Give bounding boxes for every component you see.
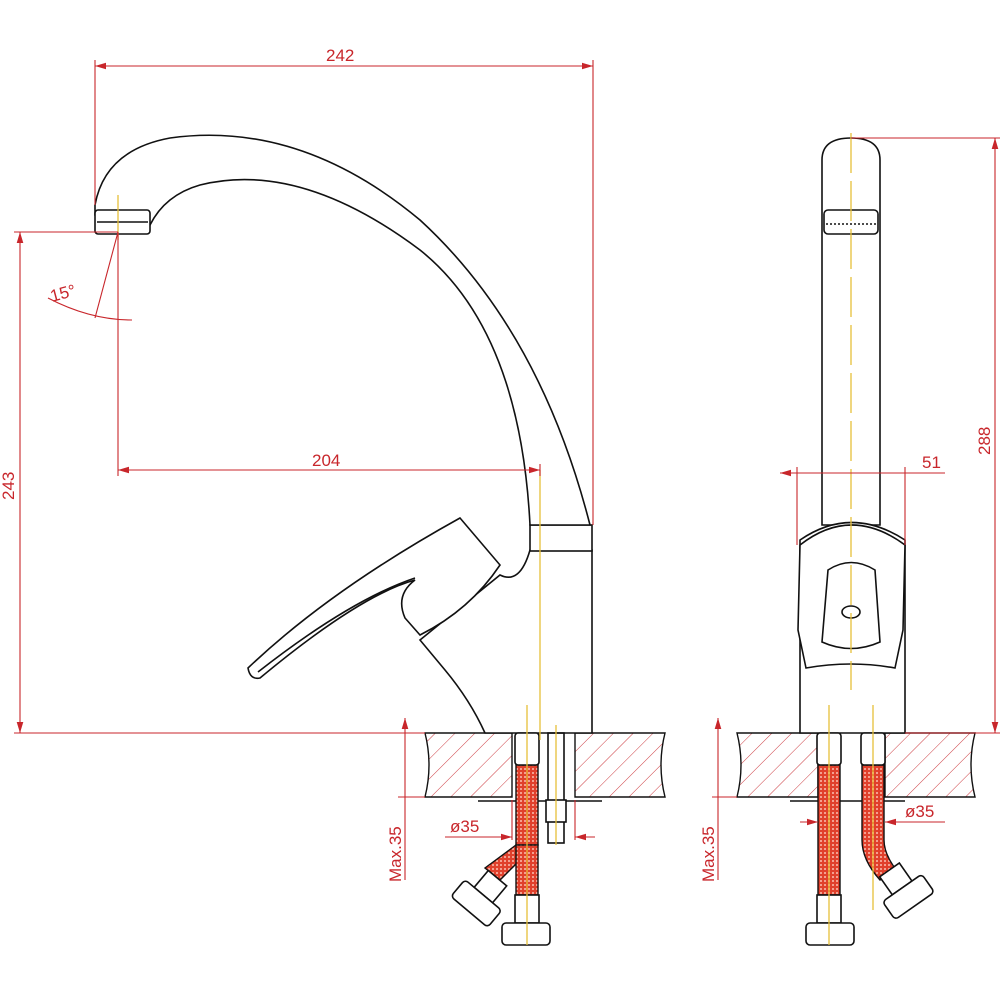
- dim-diameter-35: ø35: [450, 817, 479, 836]
- dim-max-35: Max.35: [386, 826, 405, 882]
- faucet-body: [418, 549, 593, 734]
- countertop-left-front: [736, 732, 819, 798]
- spout: [94, 134, 592, 526]
- hose-nut-right-front: [883, 874, 934, 919]
- countertop-right-front: [884, 732, 976, 798]
- dim-15-degrees: 15°: [48, 281, 78, 306]
- dim-242: 242: [326, 46, 354, 65]
- dim-204: 204: [312, 451, 340, 470]
- dim-max-35-front: Max.35: [699, 826, 718, 882]
- lever-handle: [247, 516, 502, 680]
- side-view: 242 243 204 15° Max.35 ø35: [0, 46, 666, 946]
- dim-288: 288: [975, 427, 994, 455]
- front-view: 288 51 Max.35 ø35: [699, 133, 1000, 946]
- dim-51: 51: [922, 453, 941, 472]
- countertop-right: [574, 732, 666, 798]
- hose-nut-angled: [451, 880, 501, 927]
- body-ring: [529, 524, 593, 552]
- hose-nut: [501, 922, 551, 946]
- dim-diameter-35-front: ø35: [905, 802, 934, 821]
- countertop-left: [424, 732, 513, 798]
- dim-243: 243: [0, 472, 18, 500]
